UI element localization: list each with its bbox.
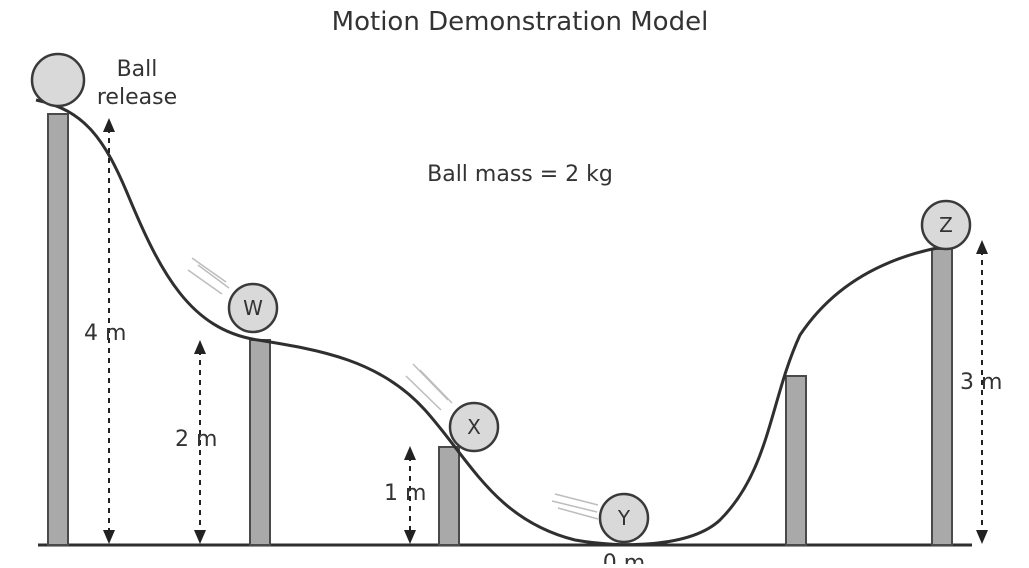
height-label-x: 1 m xyxy=(384,481,426,506)
post-z xyxy=(931,248,953,546)
release-label-line2: release xyxy=(97,85,177,110)
ball-w xyxy=(227,282,279,334)
ball-y-label: Y xyxy=(617,506,631,530)
height-arrow-w xyxy=(194,340,206,544)
post-release xyxy=(47,113,69,546)
motion-lines-w xyxy=(187,257,230,295)
ball-x-label: X xyxy=(467,415,481,439)
ball-z-label: Z xyxy=(939,213,953,237)
height-label-z: 3 m xyxy=(960,370,1002,395)
post-w xyxy=(249,339,271,546)
height-label-release: 4 m xyxy=(84,321,126,346)
release-label-line1: Ball xyxy=(117,57,158,82)
ball-x xyxy=(448,401,500,453)
motion-lines-x xyxy=(405,363,453,411)
diagram-title: Motion Demonstration Model xyxy=(332,7,709,37)
release-ball xyxy=(30,52,86,108)
ball-w-label: W xyxy=(243,296,263,320)
track-curve xyxy=(35,98,943,547)
height-label-w: 2 m xyxy=(175,427,217,452)
post-x xyxy=(438,446,460,546)
height-arrow-x xyxy=(404,446,416,544)
ball-z xyxy=(920,199,972,251)
post-right xyxy=(785,375,807,546)
ball-y xyxy=(598,492,650,544)
height-arrow-z xyxy=(976,240,988,544)
motion-lines-y xyxy=(551,493,599,520)
height-arrow-release xyxy=(103,118,115,544)
mass-note: Ball mass = 2 kg xyxy=(427,162,613,187)
height-label-y: 0 m xyxy=(603,551,645,564)
